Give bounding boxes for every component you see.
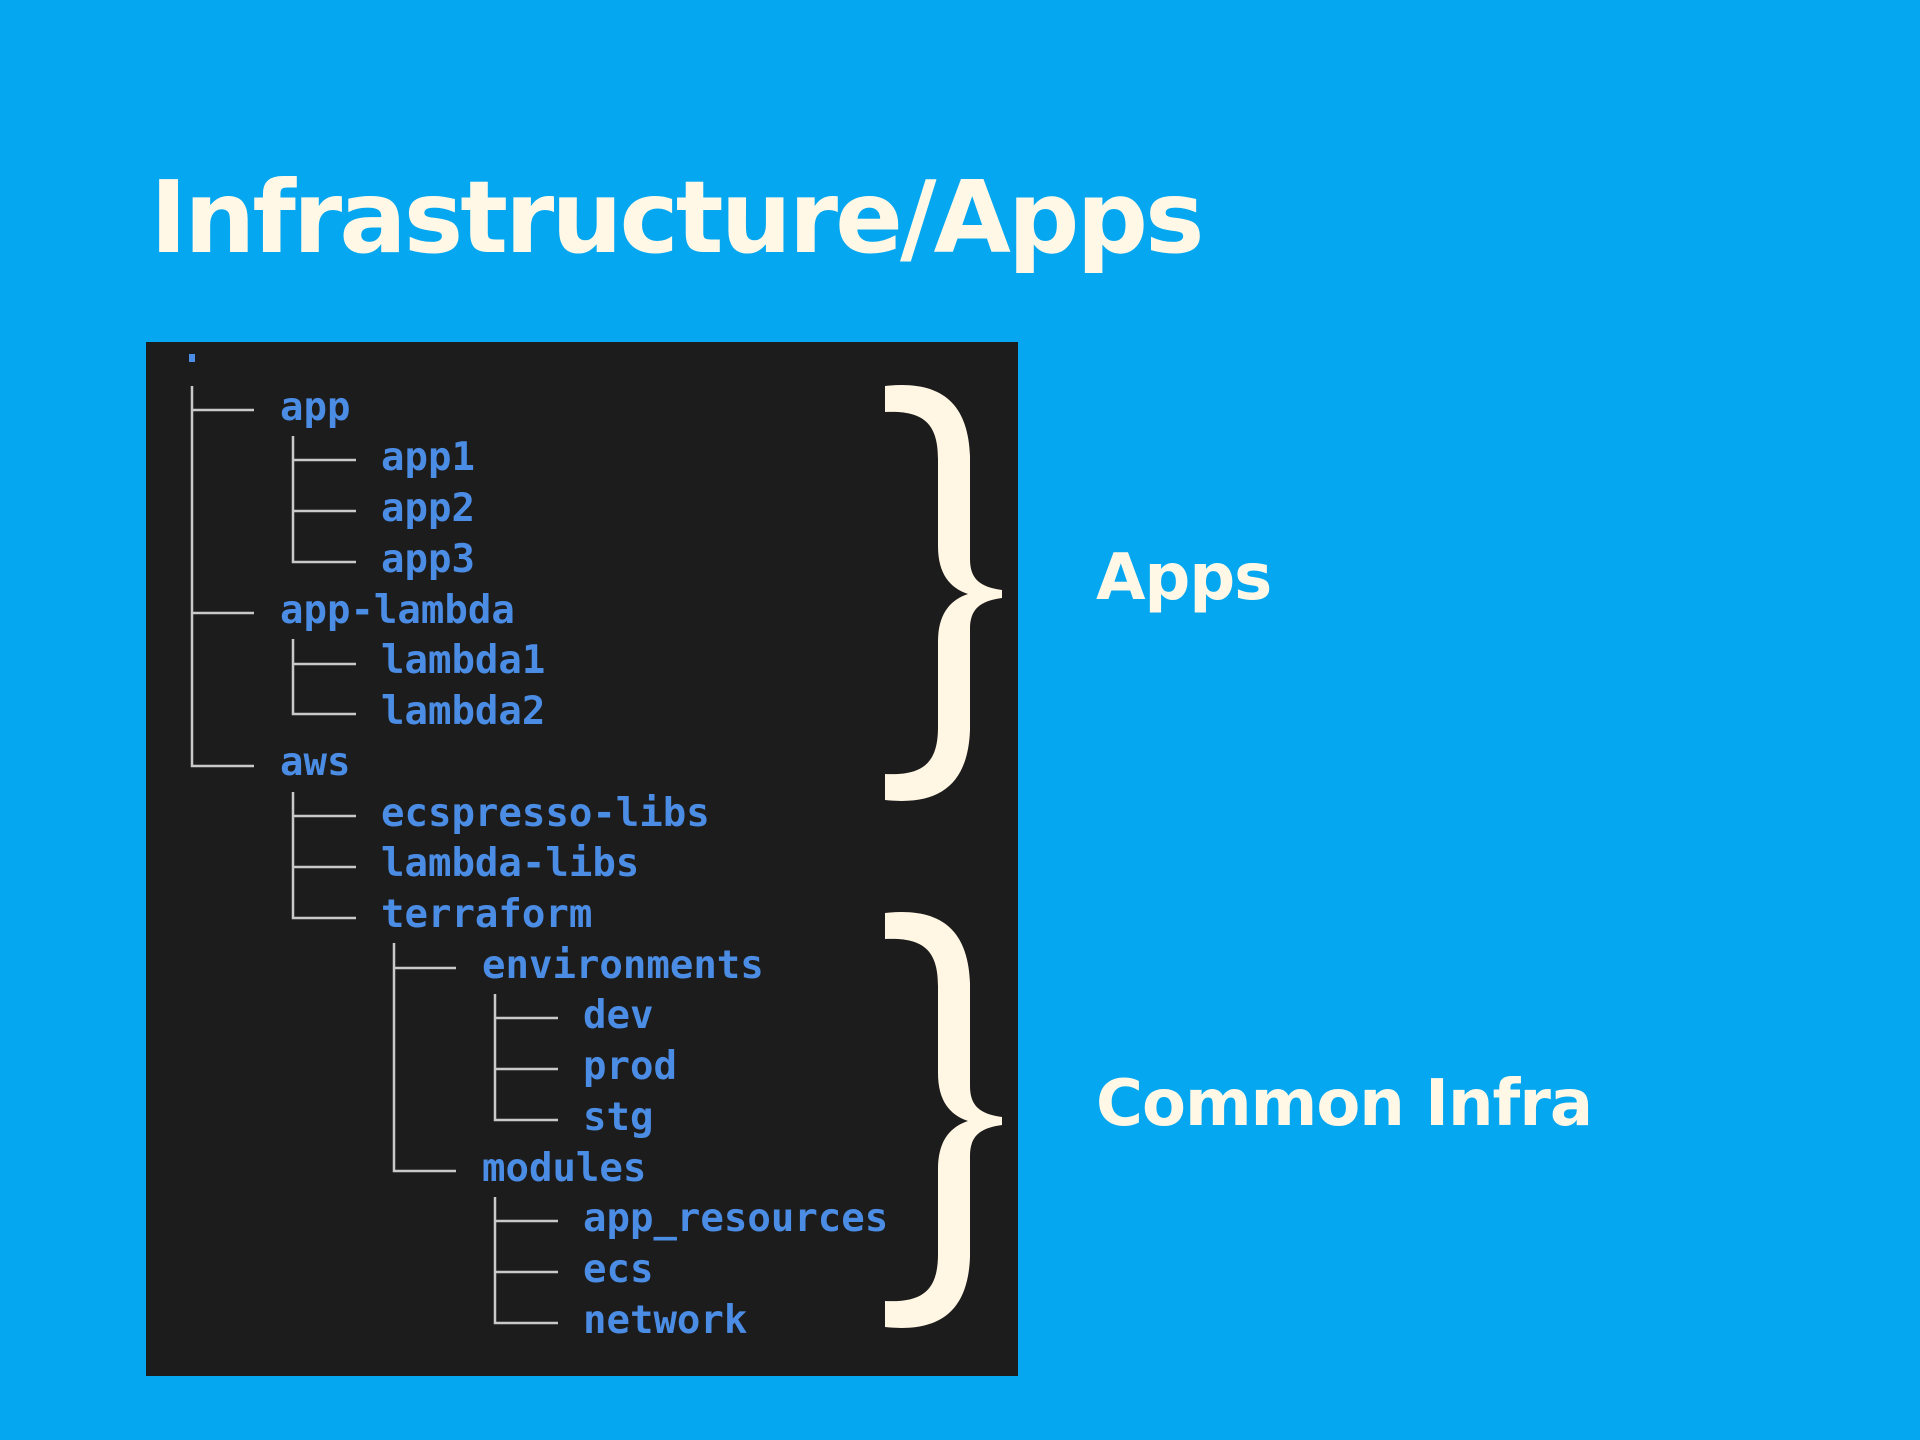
tree-item-lambda2: lambda2 bbox=[381, 689, 546, 734]
terminal-tree-output: . app app1 app2 app3 app-lambda lambda1 … bbox=[146, 342, 1018, 1376]
tree-item-app3: app3 bbox=[381, 537, 475, 582]
tree-item-ecspresso-libs: ecspresso-libs bbox=[381, 791, 710, 836]
tree-item-environments: environments bbox=[482, 943, 764, 988]
tree-item-app: app bbox=[280, 385, 351, 430]
tree-item-dev: dev bbox=[583, 993, 654, 1038]
tree-item-prod: prod bbox=[583, 1044, 677, 1089]
apps-brace bbox=[885, 385, 1002, 801]
slide-title: Infrastructure/Apps bbox=[150, 159, 1205, 276]
tree-item-app2: app2 bbox=[381, 486, 475, 531]
tree-item-ecs: ecs bbox=[583, 1247, 654, 1292]
tree-connector-lines bbox=[190, 386, 558, 1325]
tree-item-terraform: terraform bbox=[381, 892, 593, 937]
tree-item-lambda-libs: lambda-libs bbox=[381, 841, 640, 886]
tree-item-modules: modules bbox=[482, 1146, 647, 1191]
tree-item-aws: aws bbox=[280, 740, 351, 785]
common-infra-brace bbox=[885, 912, 1002, 1328]
tree-item-stg: stg bbox=[583, 1095, 654, 1140]
common-infra-group-label: Common Infra bbox=[1096, 1067, 1593, 1141]
tree-item-app1: app1 bbox=[381, 435, 475, 480]
tree-item-app-lambda: app-lambda bbox=[280, 588, 515, 633]
tree-item-network: network bbox=[583, 1298, 748, 1343]
apps-group-label: Apps bbox=[1096, 541, 1272, 615]
tree-item-lambda1: lambda1 bbox=[381, 638, 546, 683]
tree-root: . bbox=[189, 354, 195, 362]
tree-item-app-resources: app_resources bbox=[583, 1196, 889, 1241]
